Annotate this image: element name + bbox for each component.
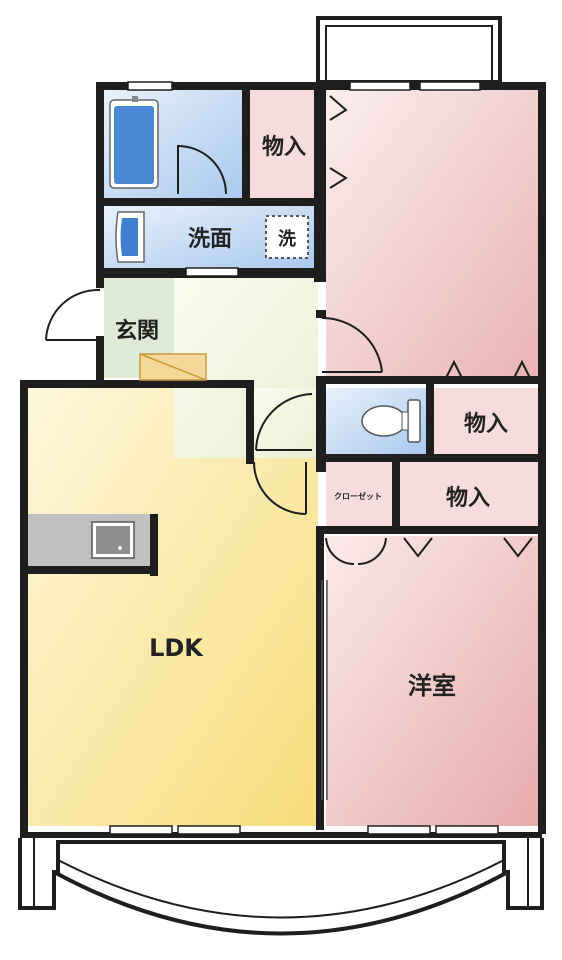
entrance-step [139,353,207,381]
room-label-laundry: 洗 [278,228,296,250]
room-label-storage-mid: 物入 [464,411,508,437]
room-label-storage-low: 物入 [446,485,490,511]
room-label-washroom: 洗面 [188,227,232,252]
room-fills [28,90,538,826]
top-balcony [316,16,502,84]
room-label-storage-top: 物入 [262,134,306,160]
washing-machine-space [265,215,309,259]
windows [109,81,499,835]
toilet-icon [361,399,421,443]
bottom-balcony [18,832,544,936]
kitchen-counter [28,514,158,576]
doors [45,95,533,566]
room-label-entrance: 玄関 [115,318,159,344]
bathtub-icon [109,96,159,189]
room-label-western-room: 洋室 [408,672,456,700]
wash-basin-icon [115,211,145,263]
sliding-door [321,580,328,800]
room-label-closet: クローゼット [334,491,382,501]
room-label-ldk: LDK [149,634,204,662]
